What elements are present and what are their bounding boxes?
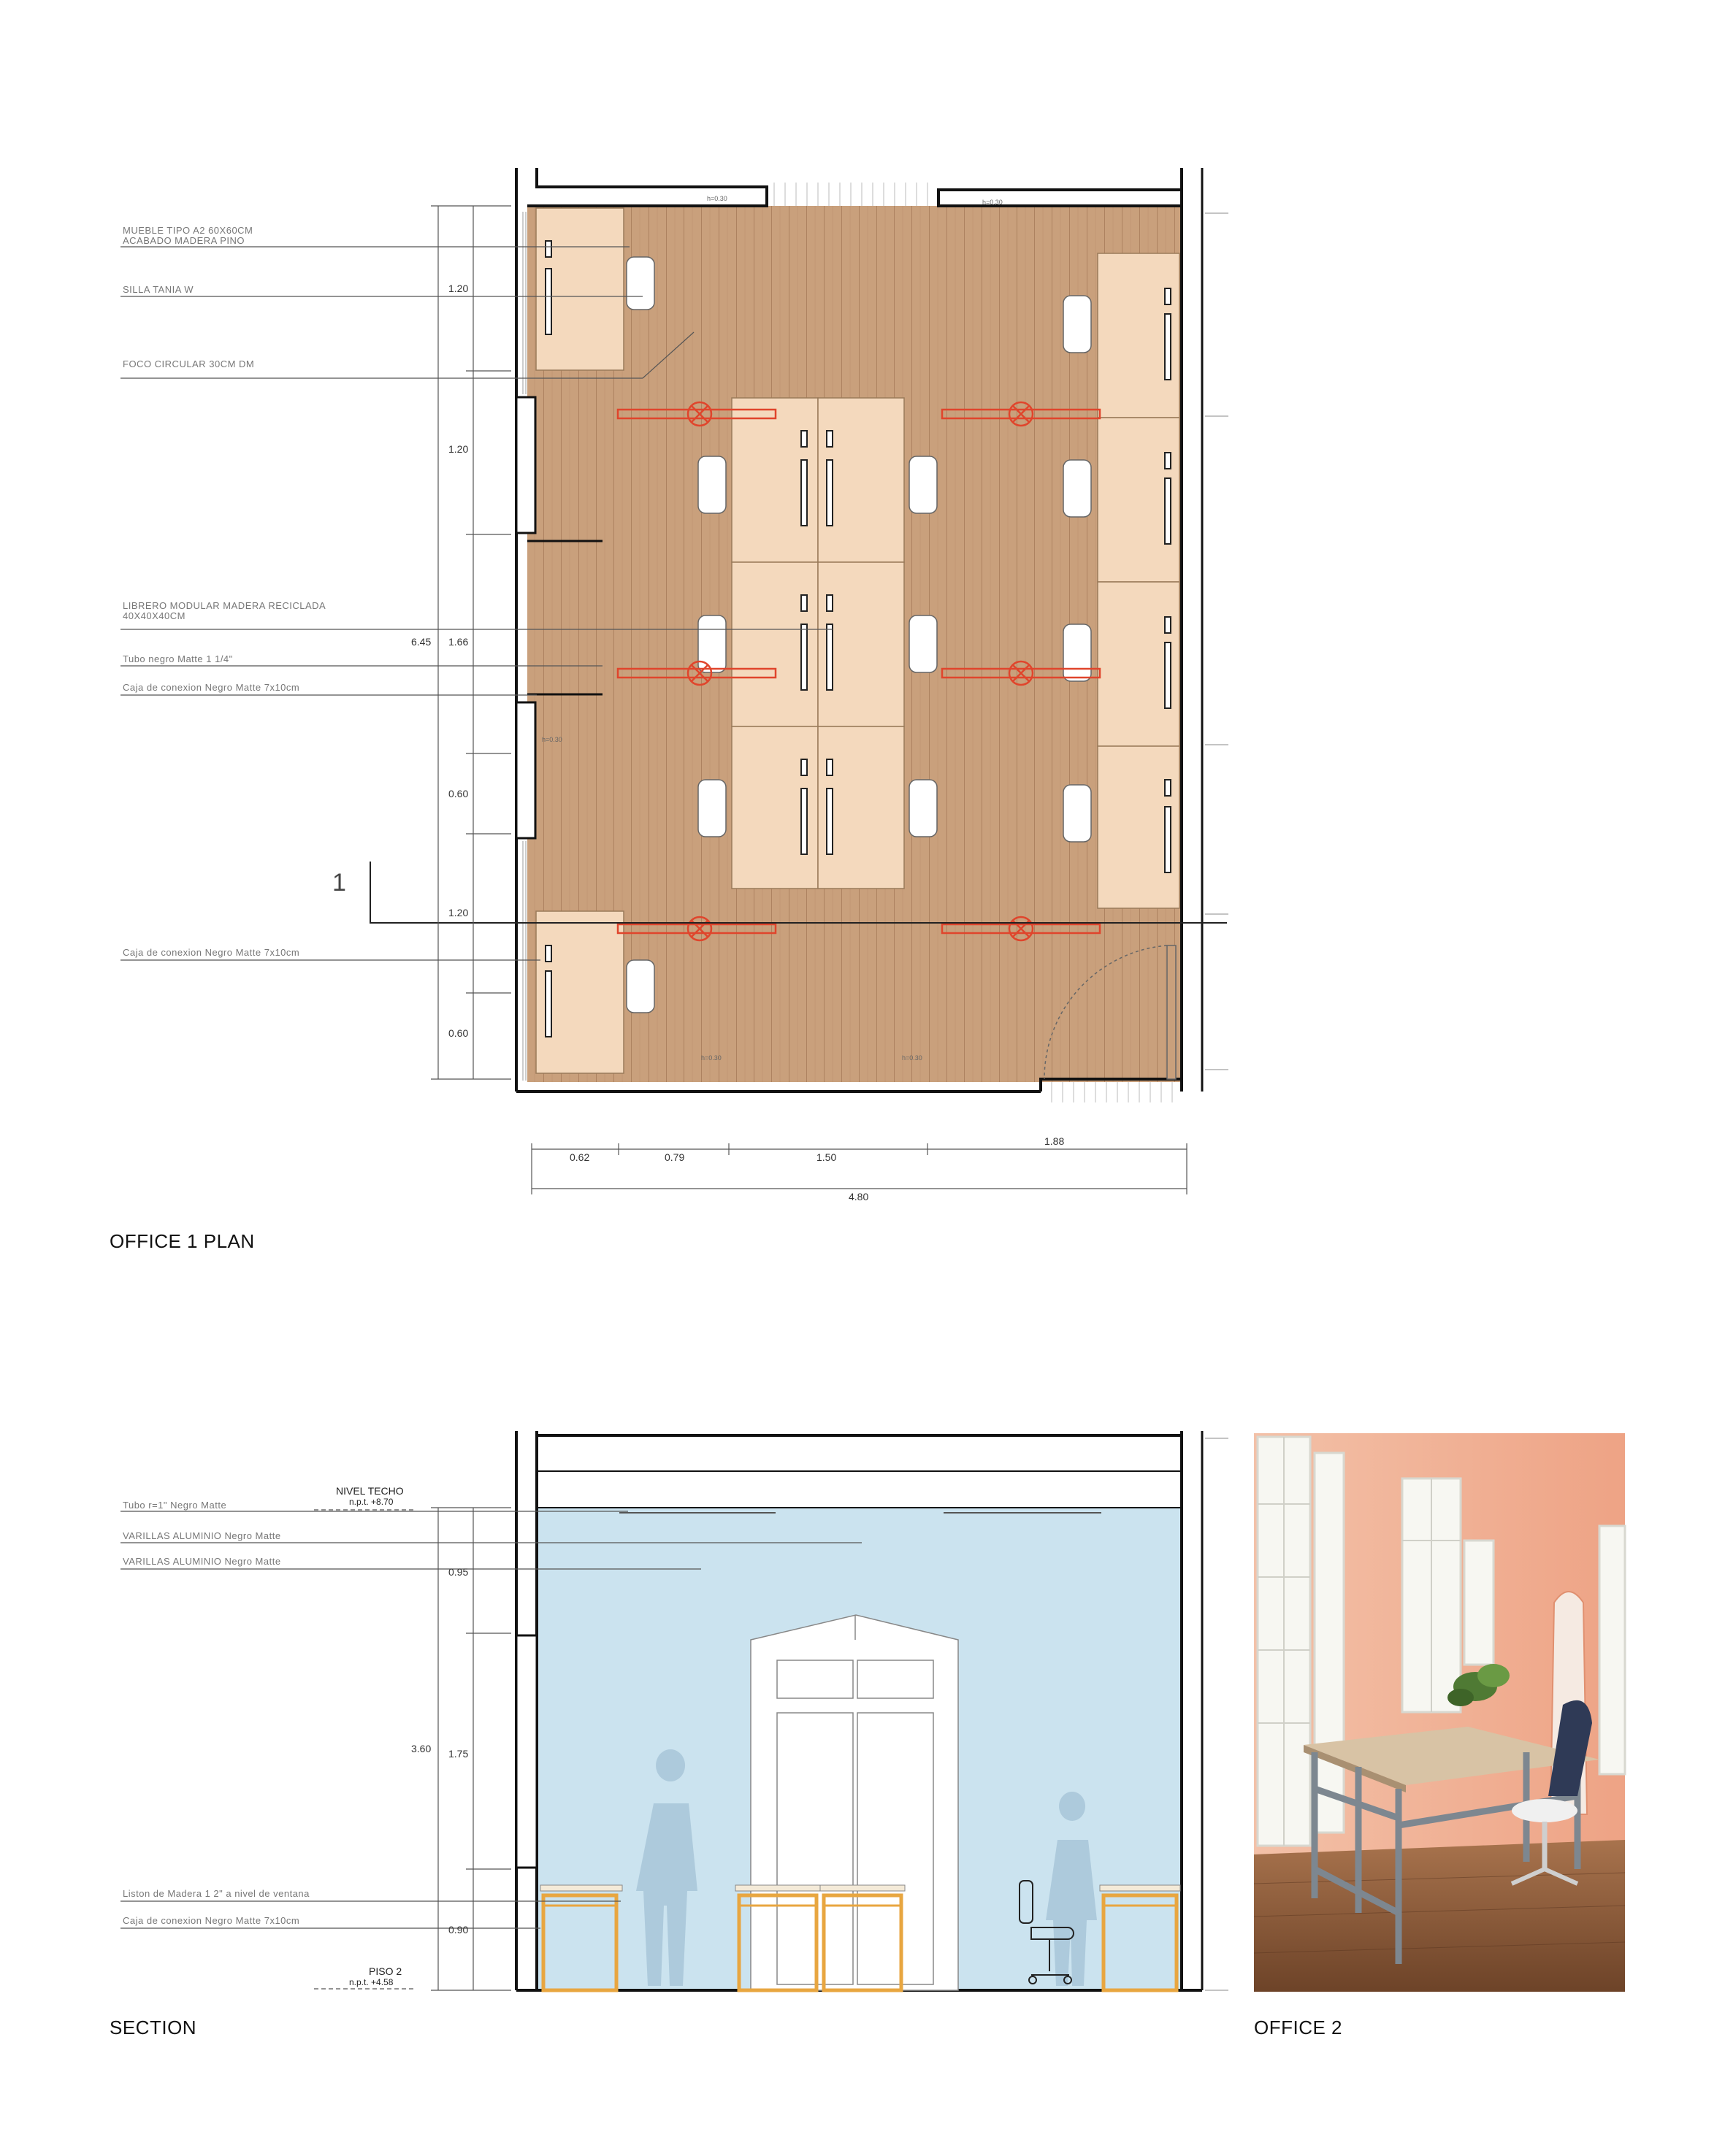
svg-text:3.60: 3.60 xyxy=(411,1743,431,1754)
photo-office-chair xyxy=(1510,1700,1592,1886)
svg-text:6.45: 6.45 xyxy=(411,636,431,648)
plan-vertical-dim-text: 1.20 1.20 1.66 0.60 1.20 0.60 6.45 xyxy=(411,283,468,1039)
section-marker: 1 xyxy=(332,869,346,897)
level-bottom-label: PISO 2 xyxy=(369,1965,402,1977)
section-office-chair xyxy=(1019,1880,1074,1984)
svg-text:1.20: 1.20 xyxy=(448,907,468,918)
light-fixtures xyxy=(616,401,1101,942)
plan-right-ticks xyxy=(1205,212,1228,1070)
office-section: NIVEL TECHO n.p.t. +8.70 PISO 2 n.p.t. +… xyxy=(121,1431,1228,1992)
plan-desks xyxy=(535,207,1180,1074)
level-bottom-value: n.p.t. +4.58 xyxy=(349,1977,394,1987)
svg-text:1.66: 1.66 xyxy=(448,636,468,648)
door-swing xyxy=(1044,945,1177,1080)
section-desk-center-a xyxy=(735,1884,821,1992)
svg-text:h=0.30: h=0.30 xyxy=(902,1054,922,1062)
svg-text:1.50: 1.50 xyxy=(816,1151,836,1163)
svg-text:1.88: 1.88 xyxy=(1044,1135,1064,1147)
svg-text:1.20: 1.20 xyxy=(448,283,468,294)
svg-text:1.75: 1.75 xyxy=(448,1748,468,1760)
section-vertical-dim-text: 0.95 1.75 0.90 3.60 xyxy=(411,1566,468,1936)
section-leaders xyxy=(121,1509,862,1990)
section-vertical-dims xyxy=(431,1507,511,1991)
svg-text:Caja de conexion Negro Matte 7: Caja de conexion Negro Matte 7x10cm xyxy=(123,682,299,693)
office-photo xyxy=(1253,1433,1626,1992)
level-top-label: NIVEL TECHO xyxy=(336,1485,404,1497)
bottom-opening xyxy=(1051,1082,1173,1102)
svg-text:1.20: 1.20 xyxy=(448,443,468,455)
svg-text:40X40X40CM: 40X40X40CM xyxy=(123,610,185,621)
plan-annotations: MUEBLE TIPO A2 60X60CM ACABADO MADERA PI… xyxy=(123,225,326,958)
svg-text:0.60: 0.60 xyxy=(448,1027,468,1039)
desk-handles xyxy=(545,240,1171,1037)
person-silhouette-left xyxy=(636,1749,697,1986)
human-silhouettes xyxy=(636,1749,1097,1986)
section-desk-left xyxy=(540,1884,623,1992)
plan-windows xyxy=(515,396,603,840)
svg-text:MUEBLE TIPO A2 60X60CM: MUEBLE TIPO A2 60X60CM xyxy=(123,225,253,236)
svg-text:0.62: 0.62 xyxy=(570,1151,589,1163)
photo-plant xyxy=(1447,1664,1510,1706)
top-door-opening xyxy=(773,183,928,206)
svg-text:VARILLAS ALUMINIO Negro Matte: VARILLAS ALUMINIO Negro Matte xyxy=(123,1530,281,1541)
level-markers: NIVEL TECHO n.p.t. +8.70 PISO 2 n.p.t. +… xyxy=(336,1485,404,1987)
svg-text:ACABADO MADERA PINO: ACABADO MADERA PINO xyxy=(123,235,245,246)
svg-text:SILLA TANIA W: SILLA TANIA W xyxy=(123,284,194,295)
section-annotations: Tubo r=1" Negro Matte VARILLAS ALUMINIO … xyxy=(123,1500,310,1926)
section-right-ticks xyxy=(1205,1438,1228,1991)
plan-horizontal-dim-text: 0.62 0.79 1.50 1.88 4.80 xyxy=(570,1135,1064,1202)
height-tags: h=0.30 h=0.30 h=0.30 h=0.30 h=0.30 xyxy=(542,195,1003,1062)
plan-chairs xyxy=(626,256,1092,1013)
svg-text:FOCO CIRCULAR 30CM DM: FOCO CIRCULAR 30CM DM xyxy=(123,358,254,369)
svg-text:h=0.30: h=0.30 xyxy=(707,195,727,202)
annotation-leaders xyxy=(121,246,833,961)
photo-window-panes xyxy=(1258,1437,1461,1846)
section-desk-center-b xyxy=(819,1884,906,1992)
svg-text:Tubo negro Matte 1 1/4": Tubo negro Matte 1 1/4" xyxy=(123,653,233,664)
svg-text:h=0.30: h=0.30 xyxy=(701,1054,722,1062)
section-desk-right xyxy=(1099,1884,1181,1992)
plan-walls xyxy=(515,168,1204,1093)
svg-text:0.95: 0.95 xyxy=(448,1566,468,1578)
svg-text:h=0.30: h=0.30 xyxy=(542,736,562,743)
photo-caption: OFFICE 2 xyxy=(1254,2017,1343,2038)
svg-text:Caja de conexion Negro Matte 7: Caja de conexion Negro Matte 7x10cm xyxy=(123,947,299,958)
svg-text:VARILLAS ALUMINIO Negro Matte: VARILLAS ALUMINIO Negro Matte xyxy=(123,1556,281,1567)
level-top-value: n.p.t. +8.70 xyxy=(349,1497,394,1507)
office-plan: 1 h=0.30 h=0.30 h=0.30 h=0.30 h=0.30 MUE… xyxy=(121,168,1228,1202)
svg-text:0.90: 0.90 xyxy=(448,1924,468,1936)
section-caption: SECTION xyxy=(110,2017,197,2038)
plan-vertical-dims xyxy=(431,205,511,1080)
section-desks xyxy=(540,1884,1181,1992)
section-windows xyxy=(515,1634,538,1869)
svg-text:Liston de Madera 1 2" a nivel: Liston de Madera 1 2" a nivel de ventana xyxy=(123,1888,310,1899)
section-cut-line xyxy=(370,862,1227,924)
svg-text:Tubo r=1" Negro Matte: Tubo r=1" Negro Matte xyxy=(123,1500,226,1511)
section-door xyxy=(750,1614,959,1991)
window-glass-lines xyxy=(522,212,527,1081)
svg-text:0.60: 0.60 xyxy=(448,788,468,799)
svg-text:4.80: 4.80 xyxy=(849,1191,868,1202)
svg-text:0.79: 0.79 xyxy=(665,1151,684,1163)
svg-text:h=0.30: h=0.30 xyxy=(982,199,1003,206)
plan-horizontal-dims xyxy=(531,1143,1187,1194)
svg-text:Caja de conexion Negro Matte 7: Caja de conexion Negro Matte 7x10cm xyxy=(123,1915,299,1926)
plan-caption: OFFICE 1 PLAN xyxy=(110,1230,255,1252)
person-silhouette-right xyxy=(1046,1792,1097,1986)
svg-text:LIBRERO MODULAR MADERA RECICLA: LIBRERO MODULAR MADERA RECICLADA xyxy=(123,600,326,611)
